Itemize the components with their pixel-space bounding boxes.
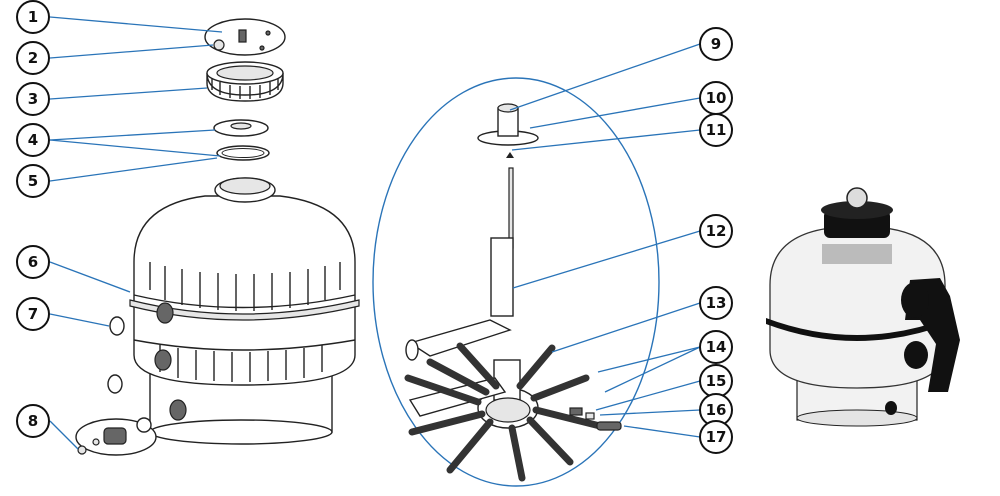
callout-11: 11 [699,113,733,147]
svg-text:14: 14 [706,338,727,356]
part-11-nut [506,152,514,158]
svg-text:8: 8 [28,412,38,430]
part-12-central-pipe [405,167,514,361]
svg-text:7: 7 [28,305,38,323]
part-1-cover-plate [204,18,286,56]
callout-10: 10 [699,81,733,115]
callout-12: 12 [699,214,733,248]
svg-text:10: 10 [706,89,727,107]
part-3-lock-ring [206,61,284,102]
left-exploded-tank [75,18,360,456]
callout-16: 16 [699,393,733,427]
svg-text:15: 15 [706,372,727,390]
pressure-gauge-icon [846,187,868,209]
svg-text:12: 12 [706,222,727,240]
callout-4: 4 [16,123,50,157]
svg-text:16: 16 [706,401,727,419]
svg-text:1: 1 [28,8,38,26]
part-7-o-rings [107,316,125,394]
callout-14: 14 [699,330,733,364]
callout-2: 2 [16,41,50,75]
callout-13: 13 [699,286,733,320]
part-13-lateral-hub [404,342,604,482]
callout-circles: 1 2 3 4 5 6 7 8 9 10 11 12 13 14 15 16 1… [16,0,733,454]
callout-15: 15 [699,364,733,398]
internals-group [372,77,660,487]
svg-text:3: 3 [28,90,38,108]
callout-9: 9 [699,27,733,61]
svg-text:11: 11 [706,121,727,139]
callout-1: 1 [16,0,50,34]
part-9-10-collector-top [477,103,539,146]
svg-text:2: 2 [28,49,38,67]
callout-3: 3 [16,82,50,116]
part-6-tank-body [129,177,360,445]
svg-text:17: 17 [706,428,727,446]
assembled-filter [766,187,960,427]
callout-7: 7 [16,297,50,331]
callout-8: 8 [16,404,50,438]
svg-text:9: 9 [711,35,721,53]
callout-5: 5 [16,164,50,198]
part-5-o-ring [216,145,270,161]
part-14-17-lateral-parts [569,407,622,431]
callout-17: 17 [699,420,733,454]
part-8-drain-assembly [75,417,157,456]
svg-text:6: 6 [28,253,38,271]
svg-text:5: 5 [28,172,38,190]
callout-6: 6 [16,245,50,279]
leader-lines [49,16,701,450]
part-4-lid [213,119,269,137]
svg-text:13: 13 [706,294,727,312]
svg-text:4: 4 [28,131,38,149]
